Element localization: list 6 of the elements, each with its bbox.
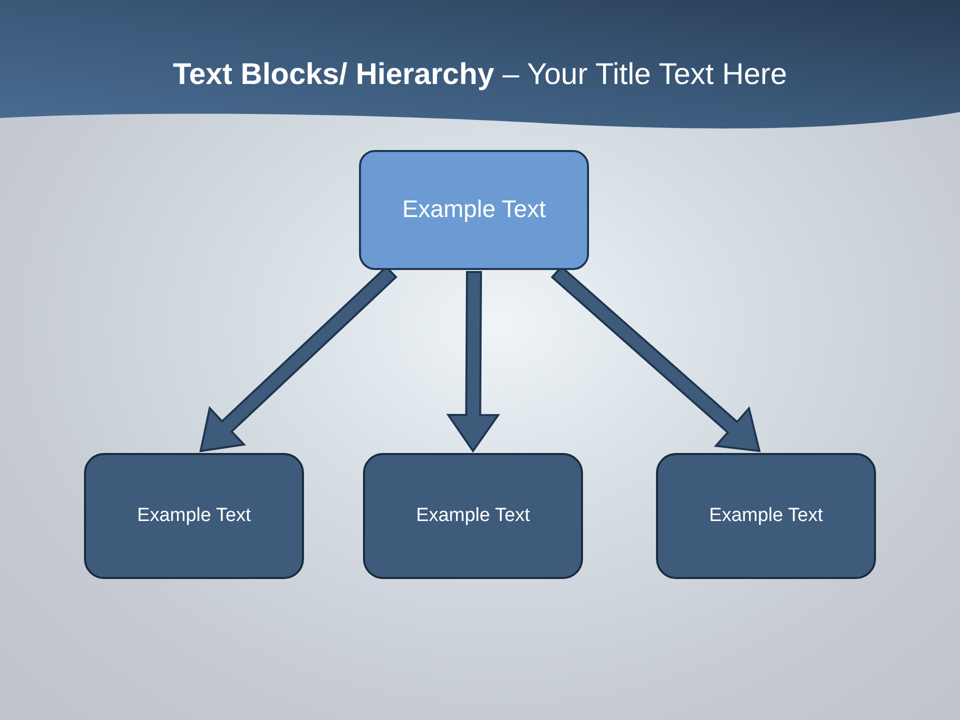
process-box: Example Text bbox=[359, 150, 589, 270]
block-arrow bbox=[446, 271, 500, 453]
slide-title: Text Blocks/ Hierarchy – Your Title Text Here bbox=[172, 57, 788, 93]
process-box: Example Text bbox=[656, 453, 876, 579]
process-box: Example Text bbox=[363, 453, 583, 579]
process-box: Example Text bbox=[84, 453, 304, 579]
